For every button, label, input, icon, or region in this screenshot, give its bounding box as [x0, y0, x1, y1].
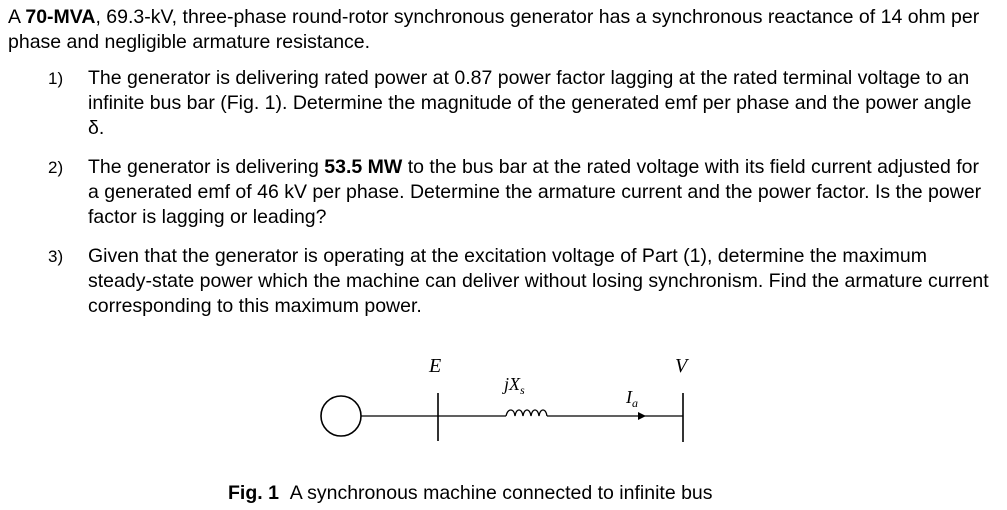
generator-symbol	[320, 395, 362, 437]
label-ia-main: I	[625, 387, 633, 407]
question-number: 1)	[48, 69, 64, 88]
circuit-diagram: E jXs Ia V	[320, 355, 690, 442]
intro-prefix: A	[8, 6, 26, 28]
caption-text: A synchronous machine connected to infin…	[289, 482, 713, 504]
intro-rest: , 69.3-kV, three-phase round-rotor synch…	[8, 6, 980, 53]
problem-intro: A 70-MVA, 69.3-kV, three-phase round-rot…	[8, 5, 1003, 55]
question-power-value: 53.5 MW	[324, 156, 403, 178]
label-jxs-main: jX	[502, 374, 521, 394]
reactance-coil	[505, 409, 548, 417]
figure-caption: Fig. 1 A synchronous machine connected t…	[228, 481, 713, 506]
question-text: The generator is delivering 53.5 MW to t…	[88, 155, 993, 230]
label-ia-sub: a	[632, 396, 638, 410]
question-text-after: to the bus bar at the rated voltage with…	[88, 156, 982, 228]
question-number: 2)	[48, 158, 64, 177]
question-number: 3)	[48, 247, 64, 266]
label-jxs-sub: s	[520, 383, 525, 397]
label-jxs: jXs	[502, 374, 525, 397]
label-v: V	[675, 355, 690, 377]
label-ia: Ia	[625, 387, 638, 410]
caption-label: Fig. 1	[228, 482, 279, 504]
intro-rating: 70-MVA	[25, 6, 96, 28]
question-text: Given that the generator is operating at…	[88, 245, 989, 317]
question-text: The generator is delivering rated power …	[88, 67, 972, 139]
question-text-before: The generator is delivering	[88, 156, 325, 178]
label-e: E	[428, 355, 441, 377]
current-arrow	[638, 412, 646, 420]
